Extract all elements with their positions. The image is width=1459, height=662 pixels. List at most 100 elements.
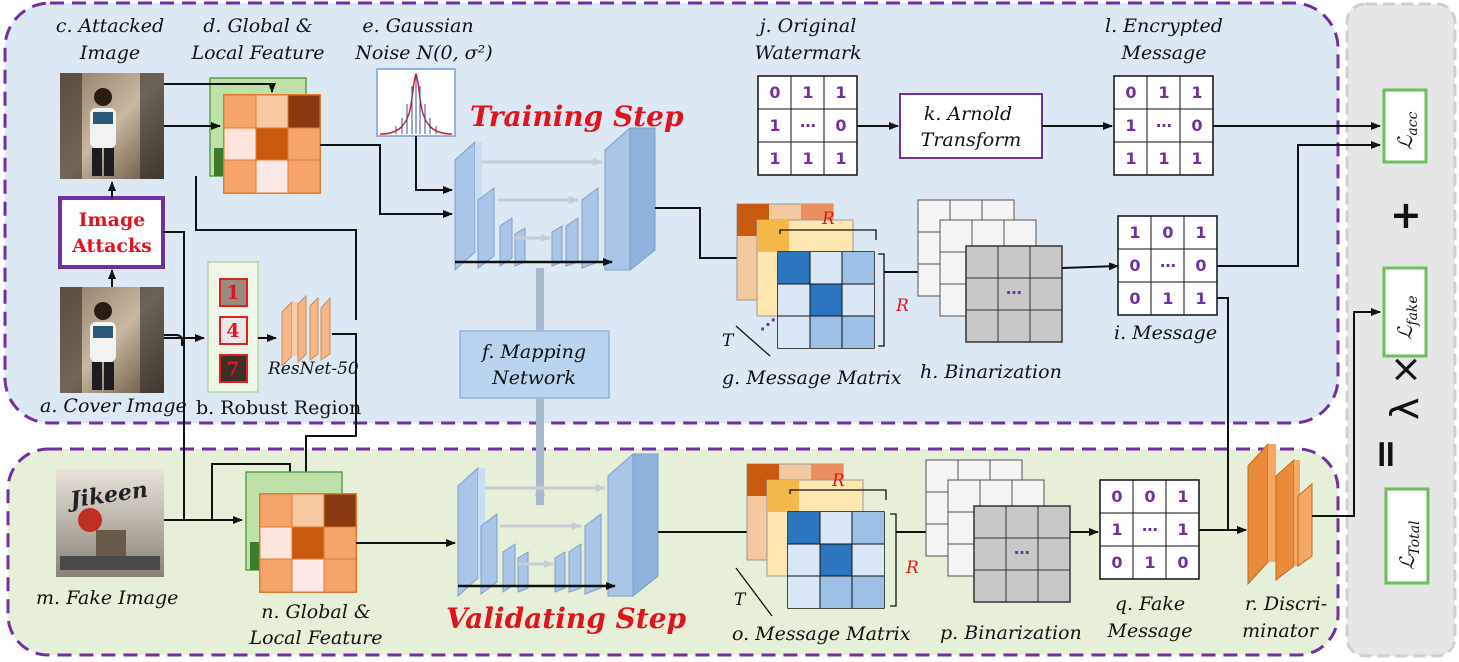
unet-training <box>454 127 656 272</box>
loss-total: ℒTotal <box>1384 487 1430 585</box>
svg-text:1: 1 <box>769 149 780 168</box>
svg-text:1: 1 <box>1158 149 1169 168</box>
message-matrix-top: ⋰ <box>735 203 885 357</box>
message-matrix-bottom-t: T <box>734 590 747 610</box>
svg-text:1: 1 <box>802 83 813 102</box>
gaussian-noise-plot <box>376 68 456 137</box>
message-matrix: 1 0 1 0 ⋯ 0 0 1 1 <box>1117 215 1218 316</box>
svg-text:⋯: ⋯ <box>1014 543 1030 562</box>
svg-text:0: 0 <box>1177 553 1188 572</box>
svg-text:0: 0 <box>1162 223 1173 242</box>
svg-text:⋰: ⋰ <box>760 315 776 334</box>
discriminator-label: r. Discri-minator <box>1242 593 1327 642</box>
resnet-label: ResNet-50 <box>267 359 359 379</box>
svg-text:1: 1 <box>802 149 813 168</box>
message-matrix-top-t: T <box>722 331 735 351</box>
svg-text:1: 1 <box>1125 149 1136 168</box>
svg-text:ℒfake: ℒfake <box>1393 295 1421 340</box>
global-local-feature-bottom <box>245 471 357 593</box>
binarization-top: ⋯ <box>917 199 1063 343</box>
global-local-feature-top <box>209 77 321 194</box>
svg-text:1: 1 <box>1195 289 1206 308</box>
encrypted-message-matrix: 0 1 1 1 ⋯ 0 1 1 1 <box>1113 75 1214 176</box>
svg-text:ℒTotal: ℒTotal <box>1395 520 1423 570</box>
loss-acc: ℒacc <box>1382 88 1428 164</box>
binarization-top-label: h. Binarization <box>920 361 1062 383</box>
svg-text:1: 1 <box>1162 289 1173 308</box>
svg-text:⋯: ⋯ <box>800 116 816 135</box>
attacked-image <box>60 73 164 179</box>
svg-text:0: 0 <box>1144 487 1155 506</box>
message-label: i. Message <box>1114 322 1217 344</box>
region-number-7: 7 <box>226 358 239 380</box>
svg-text:ℒacc: ℒacc <box>1393 111 1421 150</box>
region-number-4: 4 <box>226 320 239 342</box>
original-watermark-matrix: 0 1 1 1 ⋯ 0 1 1 1 <box>757 75 858 176</box>
svg-text:1: 1 <box>1191 149 1202 168</box>
mapping-network-box <box>459 330 610 399</box>
fake-image-label: m. Fake Image <box>36 587 178 609</box>
loss-fake: ℒfake <box>1382 266 1428 358</box>
svg-text:1: 1 <box>1177 487 1188 506</box>
region-number-1: 1 <box>226 282 239 304</box>
equals-symbol: = <box>1363 438 1407 470</box>
lambda-times-symbol: λ × <box>1383 354 1427 420</box>
svg-text:0: 0 <box>1111 553 1122 572</box>
message-matrix-bottom-r-top: R <box>831 471 845 491</box>
svg-text:0: 0 <box>1125 83 1136 102</box>
svg-text:⋯: ⋯ <box>1156 116 1172 135</box>
fake-message-matrix: 0 0 1 1 ⋯ 1 0 1 0 <box>1099 479 1200 580</box>
svg-text:0: 0 <box>835 116 846 135</box>
svg-text:⋯: ⋯ <box>1006 283 1022 302</box>
svg-text:0: 0 <box>1195 256 1206 275</box>
svg-text:0: 0 <box>769 83 780 102</box>
svg-text:0: 0 <box>1191 116 1202 135</box>
unet-validating <box>457 453 659 598</box>
message-matrix-top-r-top: R <box>821 209 835 229</box>
discriminator-block <box>1247 442 1313 586</box>
message-matrix-bottom-r-side: R <box>905 558 919 578</box>
svg-text:1: 1 <box>1125 116 1136 135</box>
message-matrix-bottom <box>735 463 897 617</box>
message-matrix-top-r-side: R <box>895 296 909 316</box>
svg-text:1: 1 <box>835 149 846 168</box>
validating-step-title: Validating Step <box>446 602 687 635</box>
svg-text:1: 1 <box>1158 83 1169 102</box>
svg-text:⋯: ⋯ <box>1160 256 1176 275</box>
binarization-bottom: ⋯ <box>925 459 1071 603</box>
fake-image: Jikeen <box>56 470 164 577</box>
svg-text:1: 1 <box>835 83 846 102</box>
svg-text:1: 1 <box>1177 520 1188 539</box>
svg-text:0: 0 <box>1111 487 1122 506</box>
svg-text:0: 0 <box>1129 289 1140 308</box>
binarization-bottom-label: p. Binarization <box>940 622 1082 644</box>
svg-text:1: 1 <box>1191 83 1202 102</box>
training-region <box>3 1 1340 425</box>
svg-text:1: 1 <box>769 116 780 135</box>
robust-region-label: b. Robust Region <box>196 397 361 419</box>
message-matrix-top-label: g. Message Matrix <box>722 367 902 389</box>
global-local-top-label: d. Global &Local Feature <box>190 15 324 64</box>
message-matrix-bottom-label: o. Message Matrix <box>732 623 911 645</box>
cover-image <box>60 287 164 393</box>
svg-text:1: 1 <box>1111 520 1122 539</box>
plus-symbol: + <box>1390 193 1422 237</box>
svg-text:⋯: ⋯ <box>1142 520 1158 539</box>
resnet-block <box>281 294 331 368</box>
svg-text:0: 0 <box>1129 256 1140 275</box>
global-local-bottom-label: n. Global &Local Feature <box>248 601 382 649</box>
svg-text:1: 1 <box>1144 553 1155 572</box>
cover-image-label: a. Cover Image <box>40 395 187 417</box>
robust-region: 1 4 7 <box>207 261 259 393</box>
svg-text:1: 1 <box>1195 223 1206 242</box>
svg-text:1: 1 <box>1129 223 1140 242</box>
